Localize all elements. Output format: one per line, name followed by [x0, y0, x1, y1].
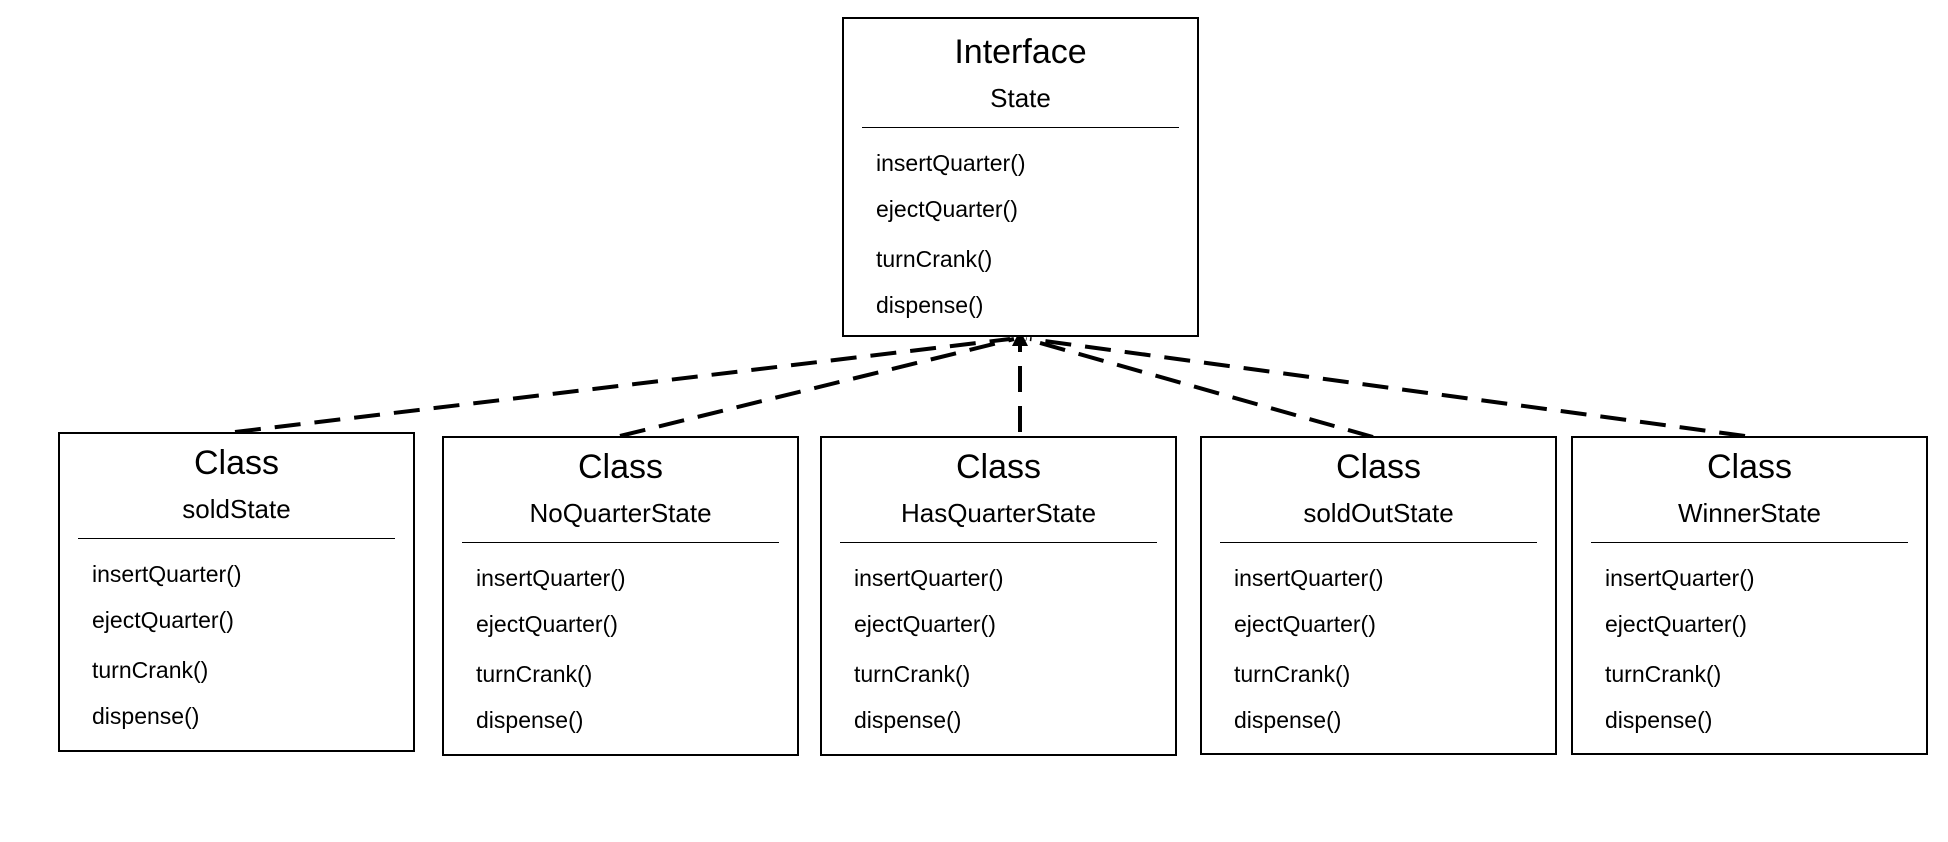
class-stereotype: Class: [1335, 448, 1422, 486]
class-divider: [462, 542, 779, 543]
class-hasquarterstate-box: Class HasQuarterState insertQuarter() ej…: [820, 436, 1177, 756]
class-method: insertQuarter(): [1605, 565, 1755, 591]
interface-method: turnCrank(): [876, 246, 993, 272]
interface-method: dispense(): [876, 292, 984, 318]
class-method: turnCrank(): [92, 657, 209, 683]
class-method: ejectQuarter(): [1605, 611, 1747, 637]
interface-state-box: Interface State insertQuarter() ejectQua…: [842, 17, 1199, 337]
class-stereotype: Class: [1706, 448, 1793, 486]
class-method: dispense(): [1234, 707, 1342, 733]
class-method: turnCrank(): [1605, 661, 1722, 687]
class-method: turnCrank(): [1234, 661, 1351, 687]
interface-method: ejectQuarter(): [876, 196, 1018, 222]
class-stereotype: Class: [577, 448, 664, 486]
interface-divider: [862, 127, 1179, 128]
class-method: dispense(): [476, 707, 584, 733]
class-name: NoQuarterState: [529, 498, 712, 528]
realization-line-soldstate: [234, 337, 1011, 434]
class-method: insertQuarter(): [476, 565, 626, 591]
realization-line-winnerstate: [1029, 337, 1746, 438]
class-stereotype: Class: [955, 448, 1042, 486]
class-method: ejectQuarter(): [92, 607, 234, 633]
interface-name: State: [990, 83, 1051, 113]
class-divider: [78, 538, 395, 539]
class-divider: [1220, 542, 1537, 543]
class-name: soldState: [182, 494, 291, 524]
realization-line-soldoutstate: [1025, 337, 1374, 439]
interface-stereotype: Interface: [954, 33, 1087, 71]
class-method: dispense(): [854, 707, 962, 733]
class-method: turnCrank(): [854, 661, 971, 687]
class-soldoutstate-box: Class soldOutState insertQuarter() eject…: [1200, 436, 1557, 755]
class-stereotype: Class: [193, 444, 280, 482]
class-method: ejectQuarter(): [476, 611, 618, 637]
class-method: turnCrank(): [476, 661, 593, 687]
class-method: insertQuarter(): [854, 565, 1004, 591]
class-winnerstate-box: Class WinnerState insertQuarter() ejectQ…: [1571, 436, 1928, 755]
class-method: dispense(): [1605, 707, 1713, 733]
class-method: insertQuarter(): [92, 561, 242, 587]
class-soldstate-box: Class soldState insertQuarter() ejectQua…: [58, 432, 415, 752]
class-name: soldOutState: [1303, 498, 1454, 528]
realization-line-noquarterstate: [619, 337, 1015, 438]
class-name: WinnerState: [1677, 498, 1822, 528]
class-method: dispense(): [92, 703, 200, 729]
class-name: HasQuarterState: [900, 498, 1097, 528]
realization-arrowhead-icon: [1012, 330, 1028, 346]
class-method: ejectQuarter(): [1234, 611, 1376, 637]
class-noquarterstate-box: Class NoQuarterState insertQuarter() eje…: [442, 436, 799, 756]
class-method: insertQuarter(): [1234, 565, 1384, 591]
class-method: ejectQuarter(): [854, 611, 996, 637]
interface-method: insertQuarter(): [876, 150, 1026, 176]
class-divider: [840, 542, 1157, 543]
class-divider: [1591, 542, 1908, 543]
